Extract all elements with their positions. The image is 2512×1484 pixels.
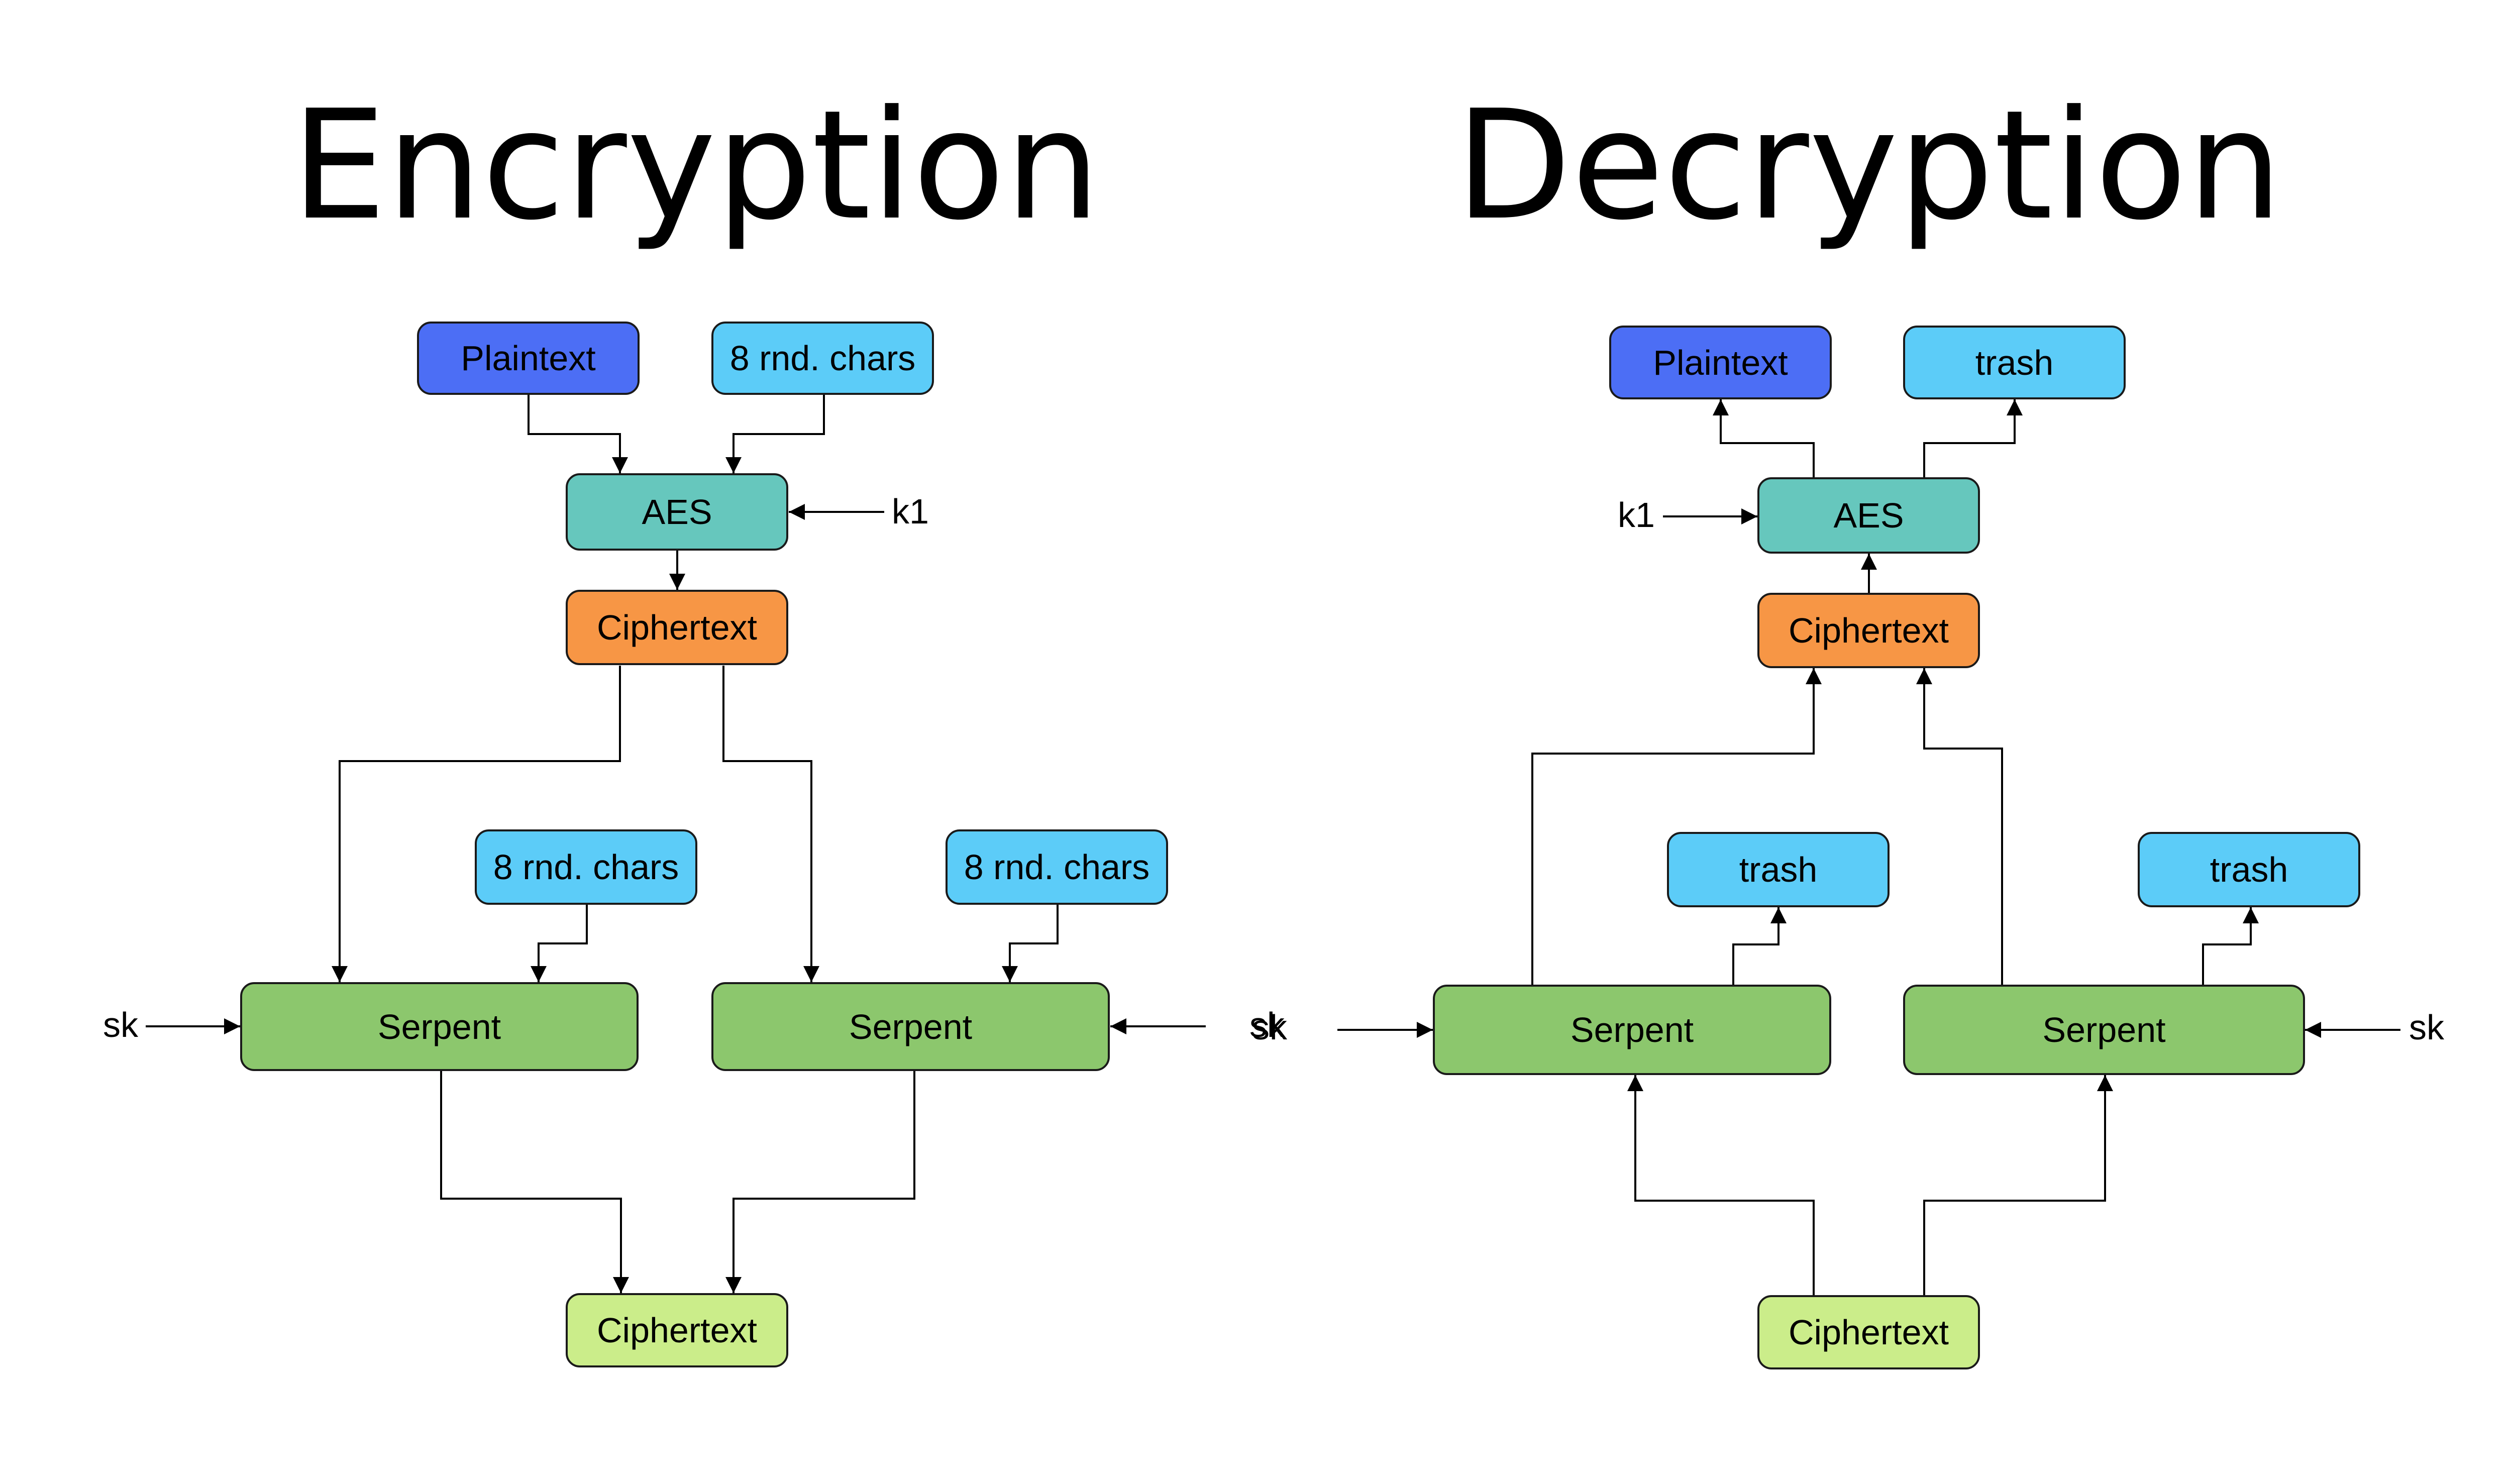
enc-plaintext-box: Plaintext: [417, 322, 640, 395]
dec-serpent-right-box: Serpent: [1903, 985, 2305, 1075]
dec-aes-to-trash-arrow: [1923, 399, 2023, 477]
enc-rnd-to-aes-arrow: [725, 395, 825, 473]
dec-plaintext-box: Plaintext: [1609, 326, 1832, 399]
dec-serpent-left-to-trash-arrow: [1732, 907, 1787, 985]
dec-ciphertext-mid-box: Ciphertext: [1757, 593, 1980, 668]
dec-aes-to-plaintext-arrow: [1713, 399, 1815, 477]
encryption-title: Encryption: [291, 78, 1101, 253]
enc-serpent-right-to-ciphertext-arrow: [725, 1071, 915, 1293]
dec-trash-left-box: trash: [1667, 832, 1890, 907]
enc-sk-right-label: sk: [1249, 1005, 1285, 1044]
enc-ciphertext-mid-box: Ciphertext: [566, 590, 788, 665]
dec-ciphertext-input-box: Ciphertext: [1757, 1295, 1980, 1369]
decryption-title: Decryption: [1455, 78, 2283, 253]
enc-serpent-left-box: Serpent: [240, 982, 639, 1071]
dec-serpent-right-to-ciphertext-arrow: [1916, 668, 2003, 985]
dec-serpent-left-to-ciphertext-arrow: [1531, 668, 1822, 985]
enc-plaintext-to-aes-arrow: [528, 395, 628, 473]
dec-ciphertext-to-serpent-right-arrow: [1923, 1075, 2113, 1295]
enc-sk-left-label: sk: [103, 1005, 138, 1044]
enc-k1-label: k1: [892, 492, 929, 531]
enc-ciphertext-to-serpent-right-arrow: [722, 666, 819, 982]
enc-random-chars-box: 8 rnd. chars: [711, 322, 934, 395]
dec-trash-right-box: trash: [2138, 832, 2360, 907]
enc-ciphertext-to-serpent-left-arrow: [332, 666, 621, 982]
dec-sk-right-label: sk: [2409, 1008, 2444, 1047]
dec-sk-left-label: sk: [1252, 1008, 1287, 1047]
enc-random-chars-left-box: 8 rnd. chars: [475, 829, 697, 905]
enc-random-chars-right-box: 8 rnd. chars: [946, 829, 1168, 905]
enc-serpent-left-to-ciphertext-arrow: [440, 1071, 629, 1293]
enc-aes-box: AES: [566, 473, 788, 551]
enc-rnd-right-to-serpent-arrow: [1002, 905, 1059, 982]
enc-ciphertext-final-box: Ciphertext: [566, 1293, 788, 1367]
dec-k1-label: k1: [1618, 495, 1655, 535]
dec-serpent-left-box: Serpent: [1433, 985, 1831, 1075]
dec-serpent-right-to-trash-arrow: [2202, 907, 2259, 985]
enc-serpent-right-box: Serpent: [711, 982, 1110, 1071]
dec-trash-top-box: trash: [1903, 326, 2126, 399]
dec-aes-box: AES: [1757, 477, 1980, 554]
enc-rnd-left-to-serpent-arrow: [531, 905, 588, 982]
dec-ciphertext-to-serpent-left-arrow: [1627, 1075, 1815, 1295]
